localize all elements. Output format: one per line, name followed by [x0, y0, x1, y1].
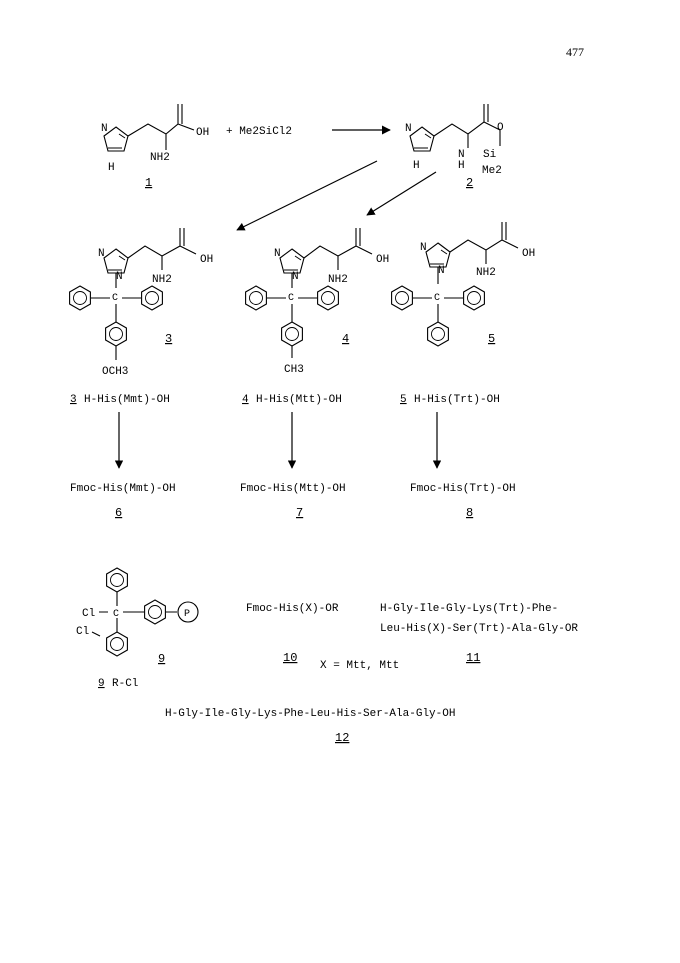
- compound-5-number: 5: [488, 332, 495, 346]
- compound-5-structure: N N OH NH2 C: [391, 222, 535, 347]
- atom-si: Si: [483, 149, 497, 161]
- resin-label: P: [184, 609, 190, 620]
- compound-4-structure: N N OH NH2 C CH3: [245, 228, 389, 376]
- compound-10-name: Fmoc-His(X)-OR: [246, 603, 339, 615]
- atom-h: H: [413, 160, 420, 172]
- label-och3: OCH3: [102, 366, 128, 378]
- atom-c: C: [113, 609, 119, 620]
- atom-cl: Cl: [82, 608, 95, 620]
- compound-1-number: 1: [145, 176, 152, 190]
- resin-bead: [177, 601, 199, 623]
- atom-n: N: [438, 265, 445, 277]
- compound-9-structure: C Cl Cl P: [76, 567, 199, 657]
- compound-3-structure: N N OH NH2 C OCH3: [69, 228, 213, 378]
- compound-3-name: H-His(Mmt)-OH: [84, 394, 170, 406]
- compound-4-number: 4: [242, 394, 249, 406]
- compound-11-name-line1: H-Gly-Ile-Gly-Lys(Trt)-Phe-: [380, 603, 558, 615]
- compound-5-name: H-His(Trt)-OH: [414, 394, 500, 406]
- label-me2: Me2: [482, 165, 502, 177]
- label-nh2: NH2: [152, 274, 172, 286]
- reagent-me2sicl2: + Me2SiCl2: [226, 126, 292, 138]
- atom-o: O: [497, 122, 504, 134]
- compound-11-name-line2: Leu-His(X)-Ser(Trt)-Ala-Gly-OR: [380, 623, 578, 635]
- arrow-to-3: [236, 160, 378, 231]
- label-oh: OH: [522, 248, 535, 260]
- label-oh: OH: [200, 254, 213, 266]
- arrow-to-4: [366, 171, 437, 216]
- atom-cl: Cl: [76, 626, 89, 638]
- compound-10-number: 10: [283, 651, 297, 665]
- compound-11-number: 11: [466, 651, 480, 665]
- label-nh2: NH2: [150, 152, 170, 164]
- compound-6-name: Fmoc-His(Mmt)-OH: [70, 483, 176, 495]
- compound-7-name: Fmoc-His(Mtt)-OH: [240, 483, 346, 495]
- atom-n: N: [405, 123, 412, 135]
- compound-12-name: H-Gly-Ile-Gly-Lys-Phe-Leu-His-Ser-Ala-Gl…: [165, 708, 455, 720]
- atom-h: H: [458, 160, 465, 172]
- compound-8-name: Fmoc-His(Trt)-OH: [410, 483, 516, 495]
- atom-h: H: [108, 162, 115, 174]
- compound-12-number: 12: [335, 731, 349, 745]
- atom-c: C: [112, 293, 118, 304]
- atom-c: C: [288, 293, 294, 304]
- compound-3-number: 3: [70, 394, 77, 406]
- compound-2-structure: N H O N H Si Me2: [405, 104, 504, 177]
- compound-9-name: R-Cl: [112, 678, 138, 690]
- atom-n: N: [101, 123, 108, 135]
- atom-n: N: [116, 271, 123, 283]
- label-nh2: NH2: [476, 267, 496, 279]
- atom-n: N: [292, 271, 299, 283]
- atom-n: N: [420, 242, 427, 254]
- compound-1-structure: N H OH NH2: [101, 104, 209, 174]
- atom-n: N: [274, 248, 281, 260]
- compound-7-number: 7: [296, 506, 303, 520]
- compound-4-name: H-His(Mtt)-OH: [256, 394, 342, 406]
- page-number: 477: [566, 45, 584, 59]
- compound-8-number: 8: [466, 506, 473, 520]
- atom-n: N: [98, 248, 105, 260]
- atom-c: C: [434, 293, 440, 304]
- compound-9-number: 9: [158, 652, 165, 666]
- atom-n: N: [458, 149, 465, 161]
- x-definition: X = Mtt, Mtt: [320, 660, 399, 672]
- compound-2-number: 2: [466, 176, 473, 190]
- compound-3-number: 3: [165, 332, 172, 346]
- compound-6-number: 6: [115, 506, 122, 520]
- compound-4-number: 4: [342, 332, 349, 346]
- label-oh: OH: [376, 254, 389, 266]
- label-ch3: CH3: [284, 364, 304, 376]
- compound-5-number: 5: [400, 394, 407, 406]
- compound-9-number: 9: [98, 678, 105, 690]
- label-oh: OH: [196, 127, 209, 139]
- label-nh2: NH2: [328, 274, 348, 286]
